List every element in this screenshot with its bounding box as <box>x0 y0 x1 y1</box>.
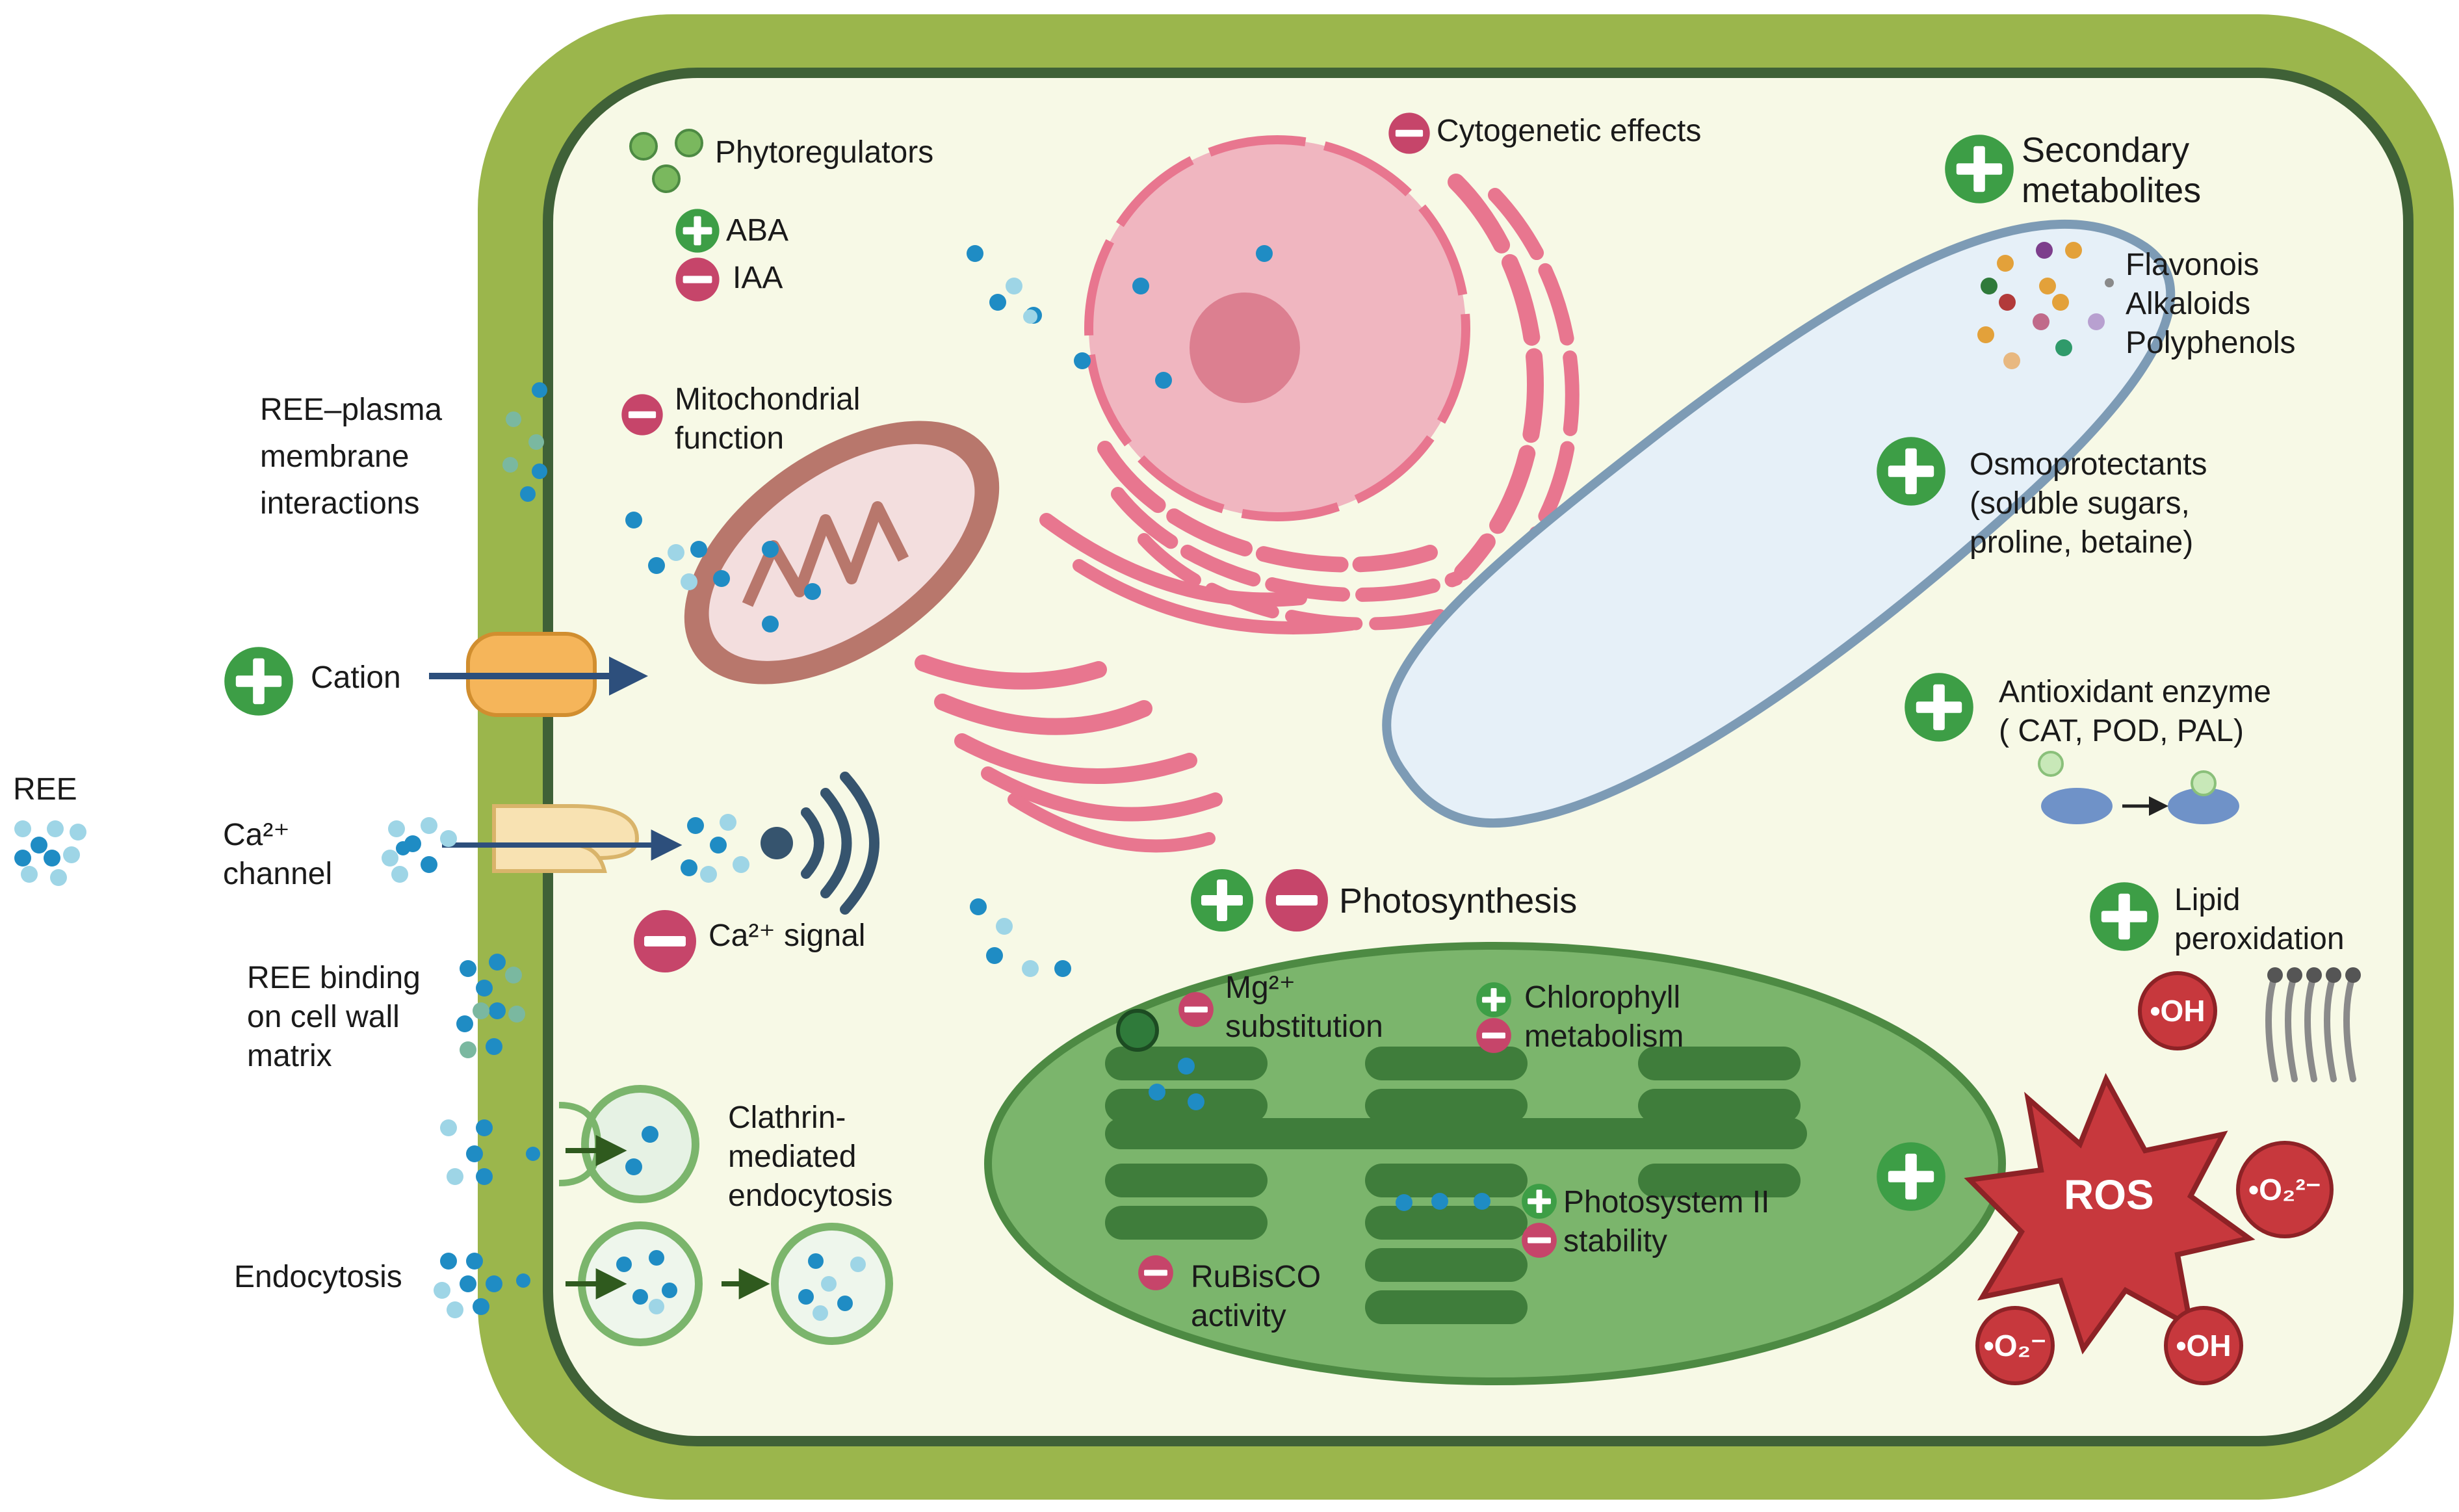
antiox-line-1: Antioxidant enzyme <box>1999 675 2271 709</box>
rubisco-line-1: RuBisCO <box>1191 1260 1321 1294</box>
clathrin-line-1: Clathrin- <box>728 1101 846 1135</box>
lipid-line-2: peroxidation <box>2174 922 2345 956</box>
aba-label: ABA <box>726 213 789 248</box>
nucleolus <box>1190 293 1300 403</box>
vacuole <box>1382 219 2176 828</box>
o2-radical-label-b: •O₂⁻ <box>1983 1329 2047 1362</box>
cell-wall-binding-label: REE binding on cell wall matrix <box>247 959 421 1076</box>
antiox-line-2: ( CAT, POD, PAL) <box>1999 714 2244 748</box>
rubisco-line-2: activity <box>1191 1299 1286 1333</box>
osmo-line-1: Osmoprotectants <box>1970 447 2207 482</box>
osmo-line-3: proline, betaine) <box>1970 525 2194 560</box>
pm-line-3: interactions <box>260 486 420 521</box>
mg-line-1: Mg²⁺ <box>1225 971 1295 1005</box>
pm-line-1: REE–plasma <box>260 393 443 427</box>
ca-channel <box>442 804 683 873</box>
enzyme-icon <box>2038 751 2239 824</box>
o2-radical-label-a: •O₂²⁻ <box>2248 1173 2321 1206</box>
ros-label: ROS <box>2064 1171 2154 1218</box>
oh-radical-label-1: •OH <box>2150 994 2205 1028</box>
cation-channel <box>429 632 648 717</box>
secondary-line-2: metabolites <box>2022 171 2202 210</box>
mg-line-2: substitution <box>1225 1010 1383 1044</box>
photosynthesis-label: Photosynthesis <box>1339 881 1578 920</box>
oh-radical-1 <box>2138 971 2217 1050</box>
ps-line-2: stability <box>1563 1224 1668 1258</box>
secondary-metabolites-label: Secondary metabolites <box>2022 130 2201 211</box>
cytogenetic-label: Cytogenetic effects <box>1437 114 1702 148</box>
ros-burst <box>1964 1073 2256 1355</box>
o2-radical-a <box>2236 1141 2334 1238</box>
wall-line-1: REE binding <box>247 961 421 995</box>
clathrin-line-2: mediated <box>728 1140 857 1174</box>
polyphenols-label: Polyphenols <box>2126 326 2296 360</box>
flavonois-label: Flavonois <box>2126 248 2259 282</box>
metabolite-dots <box>1977 242 2114 369</box>
antioxidant-label: Antioxidant enzyme ( CAT, POD, PAL) <box>1999 673 2271 751</box>
ree-label: REE <box>13 772 77 807</box>
alkaloids-label: Alkaloids <box>2126 287 2251 321</box>
mitochondrion <box>684 421 1000 684</box>
mito-line-2: function <box>675 421 785 456</box>
chl-line-1: Chlorophyll <box>1524 980 1681 1015</box>
wall-line-2: on cell wall <box>247 1000 400 1034</box>
golgi-apparatus <box>915 513 1359 853</box>
o2-radical-b <box>1975 1306 2055 1385</box>
phytoregulator-icon <box>629 129 703 193</box>
chlorophyll-metabolism-label: Chlorophyll metabolism <box>1524 978 1684 1056</box>
phytoregulators-label: Phytoregulators <box>715 135 934 170</box>
lipid-icon <box>2265 972 2356 1082</box>
clathrin-vesicle <box>558 1085 699 1203</box>
osmoprotectants-label: Osmoprotectants (soluble sugars, proline… <box>1970 445 2207 562</box>
pm-line-2: membrane <box>260 439 410 474</box>
mito-line-1: Mitochondrial <box>675 382 861 417</box>
ca-channel-label: Ca²⁺ channel <box>223 816 332 894</box>
clathrin-endocytosis-label: Clathrin- mediated endocytosis <box>728 1099 892 1216</box>
ca-channel-line-2: channel <box>223 857 333 891</box>
endocytosis-label: Endocytosis <box>234 1260 402 1294</box>
lipid-line-1: Lipid <box>2174 883 2241 917</box>
oh-radical-label-2: •OH <box>2176 1329 2231 1362</box>
oh-radical-2 <box>2164 1306 2243 1385</box>
lipid-peroxidation-label: Lipid peroxidation <box>2174 881 2345 959</box>
osmo-line-2: (soluble sugars, <box>1970 486 2190 521</box>
ps-line-1: Photosystem II <box>1563 1185 1770 1219</box>
iaa-label: IAA <box>733 261 783 295</box>
metabolite-list: Flavonois Alkaloids Polyphenols <box>2126 246 2296 363</box>
chloroplast <box>984 942 2006 1385</box>
ion-dot-icon <box>14 245 1490 1321</box>
clathrin-line-3: endocytosis <box>728 1179 893 1213</box>
mitochondrial-function-label: Mitochondrial function <box>675 380 860 458</box>
ca-channel-line-1: Ca²⁺ <box>223 818 290 852</box>
plasma-membrane-label: REE–plasma membrane interactions <box>260 387 442 527</box>
mg-substitution-label: Mg²⁺ substitution <box>1225 969 1383 1047</box>
chl-line-2: metabolism <box>1524 1019 1684 1054</box>
photosystem-stability-label: Photosystem II stability <box>1563 1183 1769 1261</box>
rubisco-activity-label: RuBisCO activity <box>1191 1258 1321 1336</box>
secondary-line-1: Secondary <box>2022 131 2190 170</box>
wall-line-3: matrix <box>247 1039 332 1073</box>
cation-label: Cation <box>311 660 401 695</box>
signal-wave-icon <box>761 772 879 915</box>
ca-signal-label: Ca²⁺ signal <box>709 919 866 953</box>
